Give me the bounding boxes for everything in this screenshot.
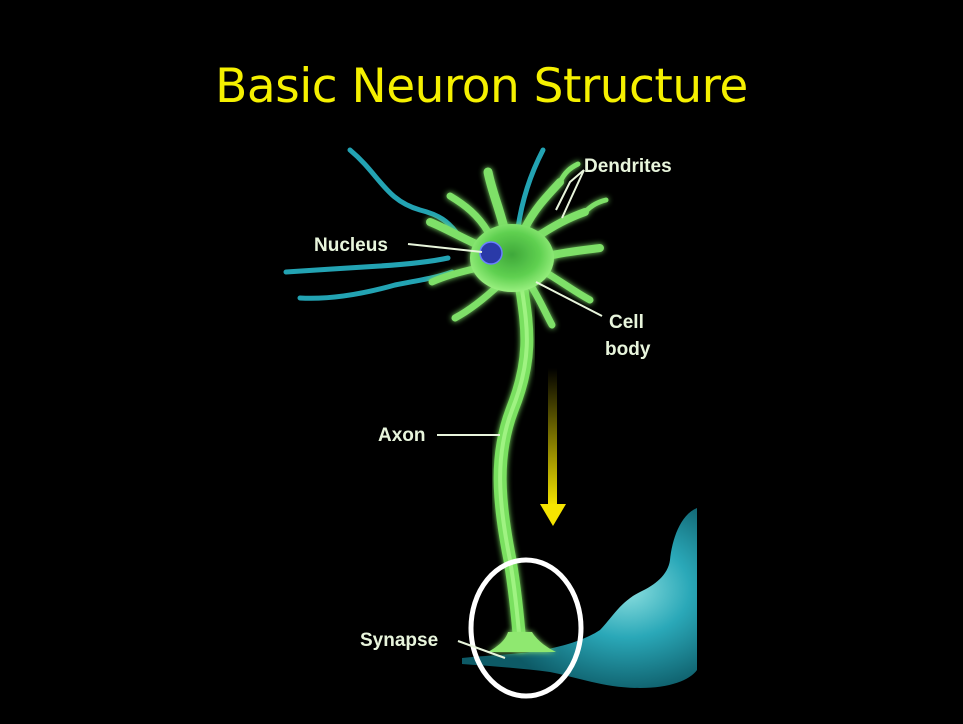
label-dendrites: Dendrites	[584, 156, 672, 177]
nucleus	[480, 242, 502, 264]
postsynaptic-neuron	[462, 508, 697, 688]
axon-terminal	[488, 632, 556, 652]
label-nucleus: Nucleus	[314, 235, 388, 256]
synapse-highlight-circle	[471, 560, 581, 696]
label-cell-body-line2: body	[605, 339, 651, 360]
signal-direction-arrow	[540, 368, 566, 526]
label-cell-body-line1: Cell	[609, 312, 644, 333]
axon	[500, 290, 527, 645]
label-axon: Axon	[378, 425, 426, 446]
label-synapse: Synapse	[360, 630, 438, 651]
